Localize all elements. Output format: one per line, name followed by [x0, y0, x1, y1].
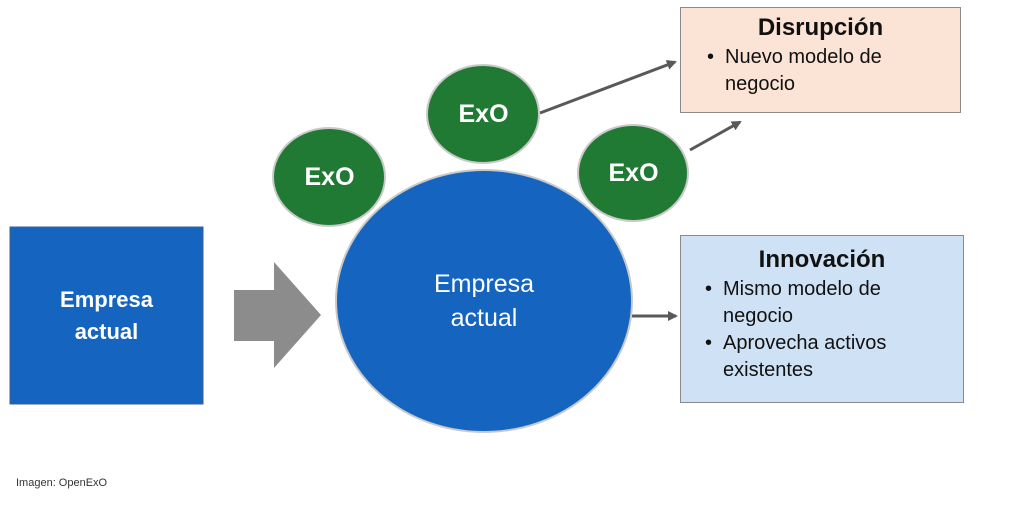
disruption-box: Disrupción • Nuevo modelo de negocio	[680, 7, 961, 113]
current-company-circle	[335, 169, 633, 433]
innovation-bullet-1-line2: negocio	[723, 305, 794, 327]
image-caption: Imagen: OpenExO	[16, 477, 108, 489]
current-company-square	[9, 226, 204, 405]
square-label-line1: Empresa	[60, 286, 153, 312]
circle-label-line1: Empresa	[433, 270, 535, 298]
innovation-bullet-1-line1: Mismo modelo de	[723, 278, 881, 300]
innovation-bullet-2-line2: existentes	[723, 359, 814, 381]
bullet-dot-icon: •	[705, 278, 713, 300]
innovation-bullet-1: • Mismo modelo de negocio	[701, 276, 963, 330]
exo-circle-3	[577, 124, 689, 222]
disruption-bullet-line1: Nuevo modelo de	[725, 46, 882, 68]
current-company-circle-label: Empresa actual	[336, 170, 632, 432]
innovation-bullet-2: • Aprovecha activos existentes	[701, 330, 963, 384]
innovation-bullet-2-line1: Aprovecha activos	[723, 332, 887, 354]
innovation-box: Innovación • Mismo modelo de negocio • A…	[680, 235, 964, 403]
disruption-title: Disrupción	[757, 14, 884, 41]
arrow-exo-to-disruption-2	[689, 120, 742, 152]
square-label-line2: actual	[74, 318, 139, 344]
innovation-title: Innovación	[758, 246, 886, 273]
exo-circle-1	[272, 127, 386, 227]
disruption-bullet-line2: negocio	[725, 73, 796, 95]
transition-arrow	[234, 262, 321, 368]
bullet-dot-icon: •	[707, 46, 715, 68]
circle-label-line2: actual	[450, 304, 518, 332]
disruption-bullet: • Nuevo modelo de negocio	[703, 44, 960, 98]
exo-label-3: ExO	[608, 159, 659, 187]
innovation-bullets: • Mismo modelo de negocio • Aprovecha ac…	[681, 276, 963, 384]
bullet-dot-icon: •	[705, 332, 713, 354]
exo-label-1: ExO	[304, 162, 355, 191]
exo-circle-2	[426, 64, 540, 164]
exo-label-2: ExO	[458, 99, 509, 128]
arrow-exo-to-disruption	[539, 60, 677, 115]
current-company-square-label: Empresa actual	[10, 227, 203, 404]
disruption-bullets: • Nuevo modelo de negocio	[681, 44, 960, 98]
